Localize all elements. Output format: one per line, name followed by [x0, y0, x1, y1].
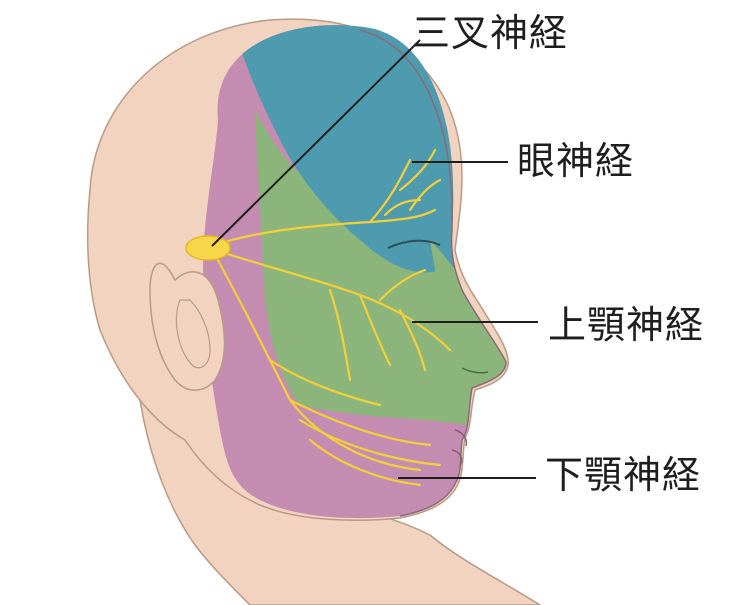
label-ophthalmic-nerve: 眼神経 [517, 142, 634, 180]
trigeminal-ganglion [186, 236, 230, 260]
label-mandibular-nerve: 下顎神経 [545, 456, 701, 494]
label-trigeminal-nerve: 三叉神経 [412, 14, 568, 52]
label-maxillary-nerve: 上顎神経 [548, 306, 704, 344]
